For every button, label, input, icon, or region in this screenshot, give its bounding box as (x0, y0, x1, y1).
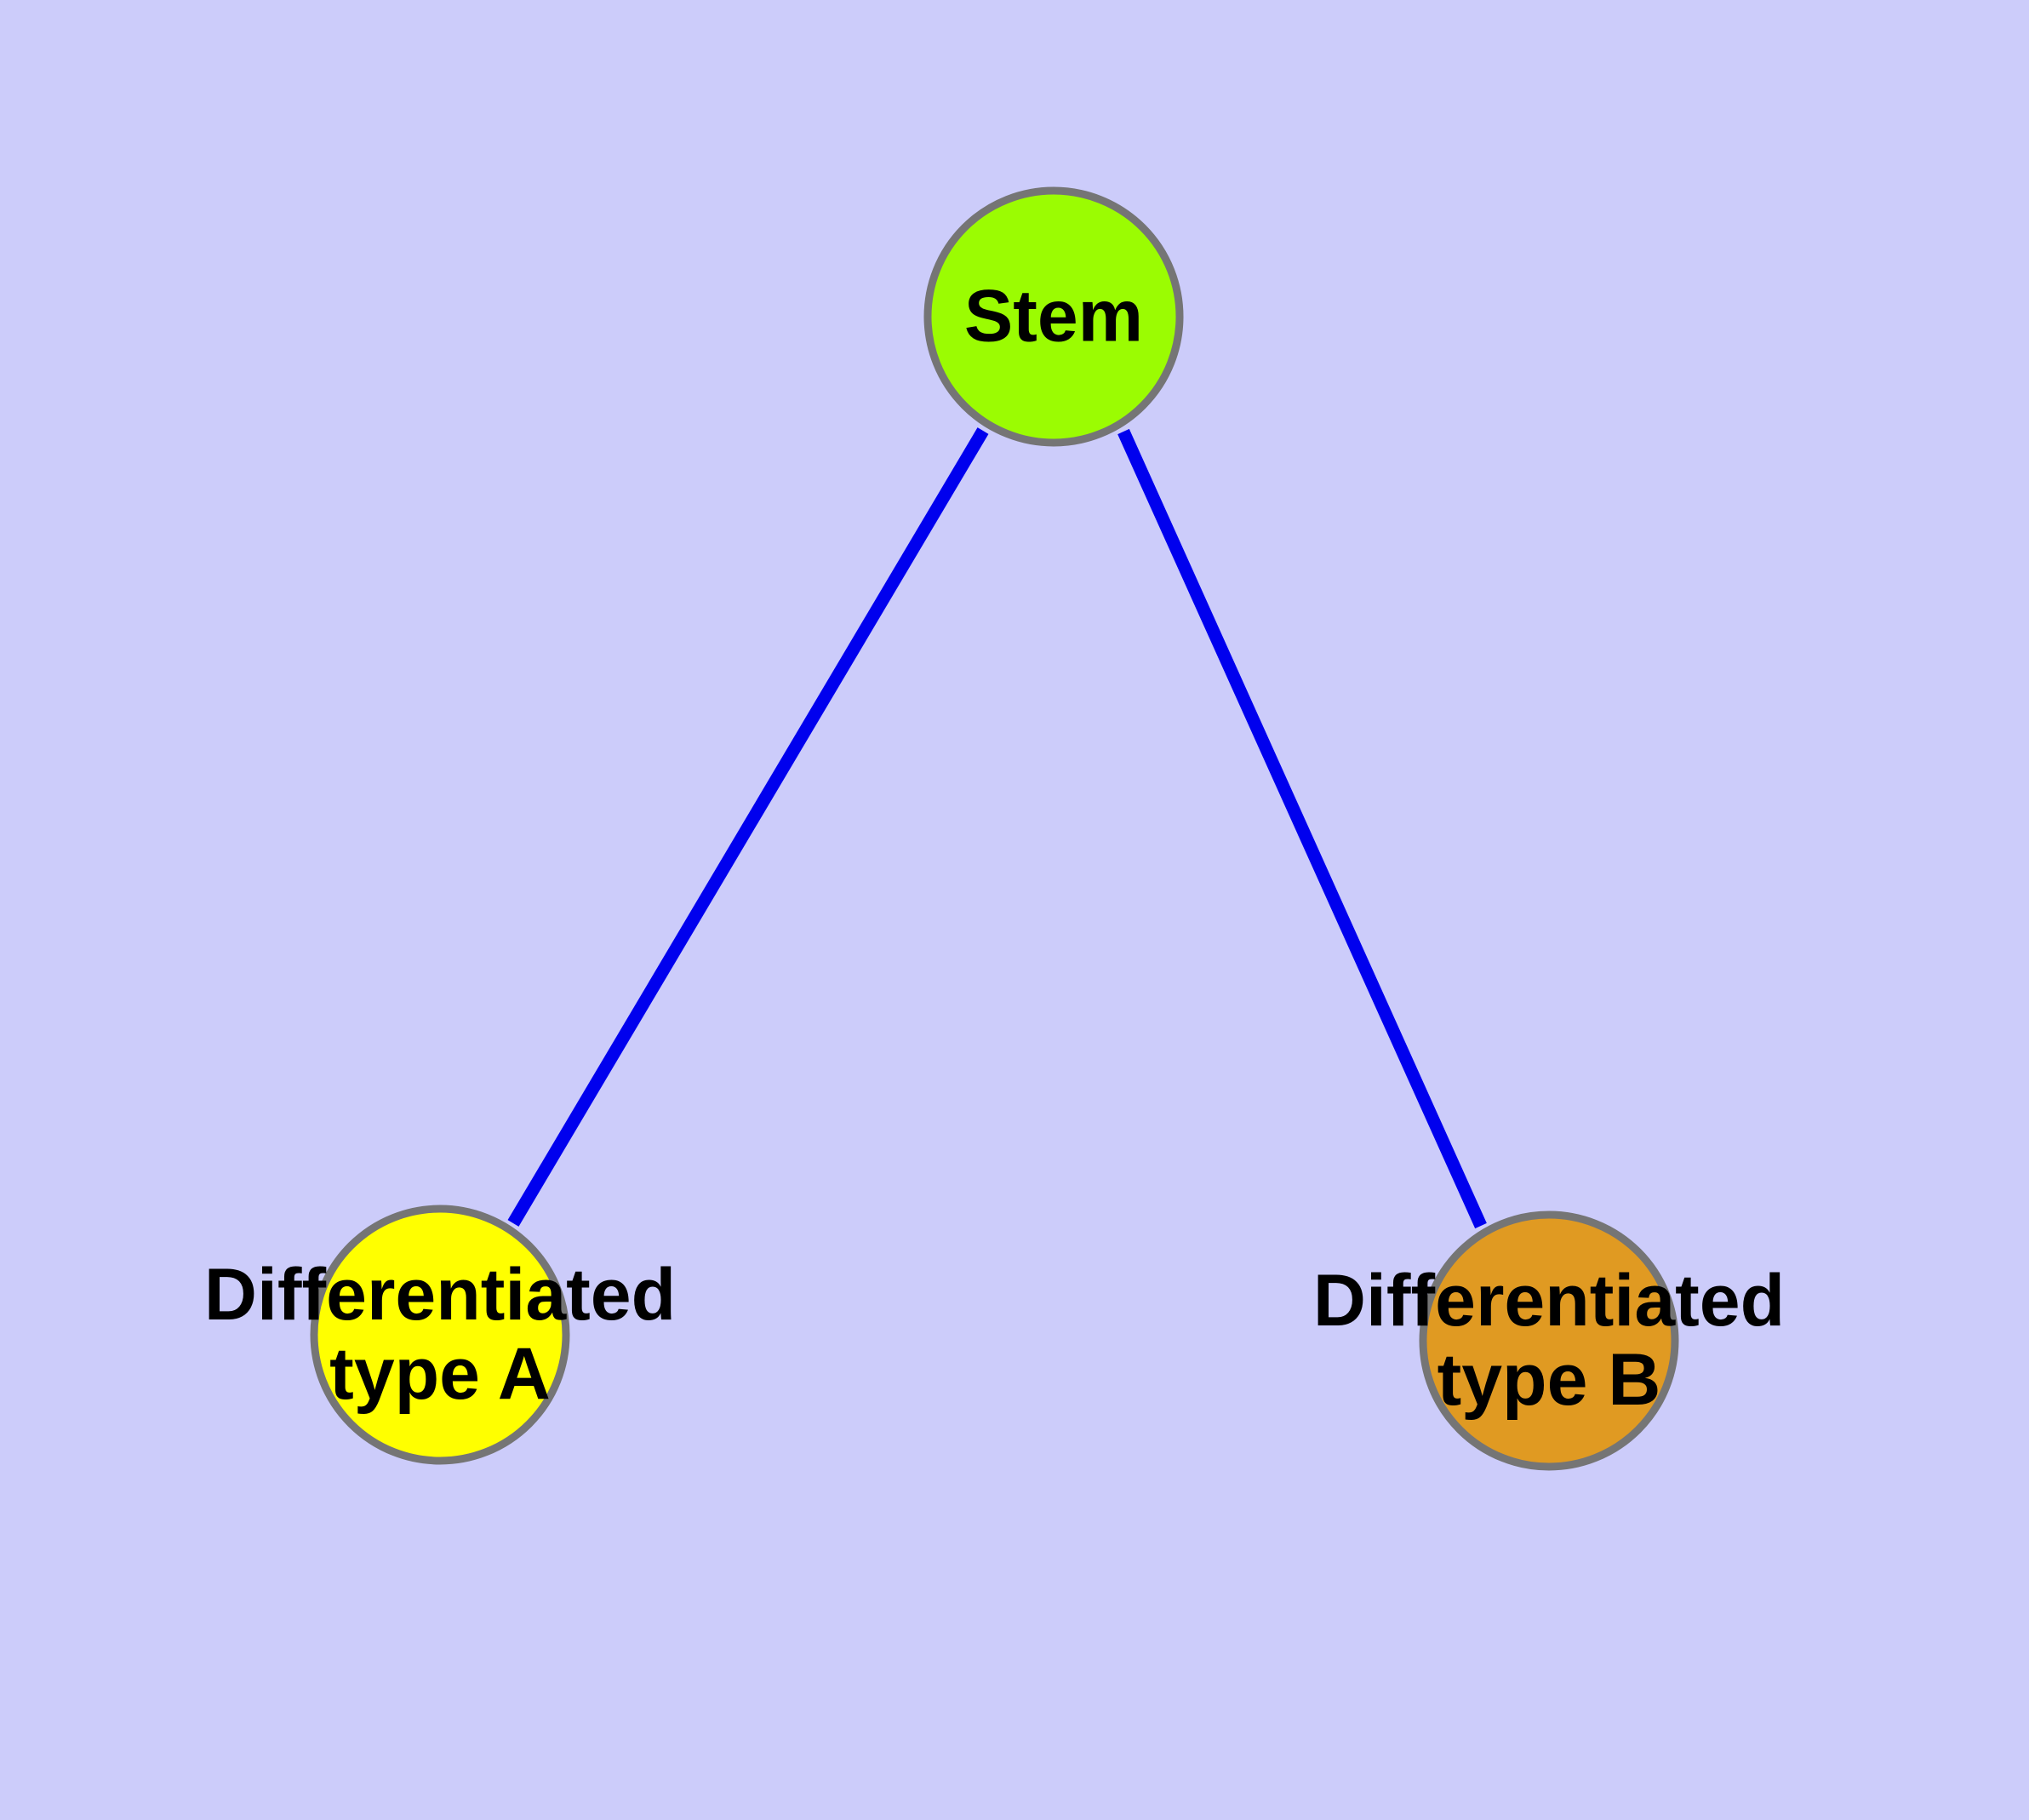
node-diff-b[interactable] (1419, 1210, 1679, 1471)
node-stem[interactable] (923, 186, 1184, 447)
edge-stem-to-diff-b[interactable] (1117, 428, 1487, 1229)
node-diff-a[interactable] (310, 1205, 570, 1465)
edge-stem-to-diff-a[interactable] (507, 427, 989, 1227)
edge-layer (507, 427, 1487, 1229)
node-layer (310, 186, 1679, 1471)
